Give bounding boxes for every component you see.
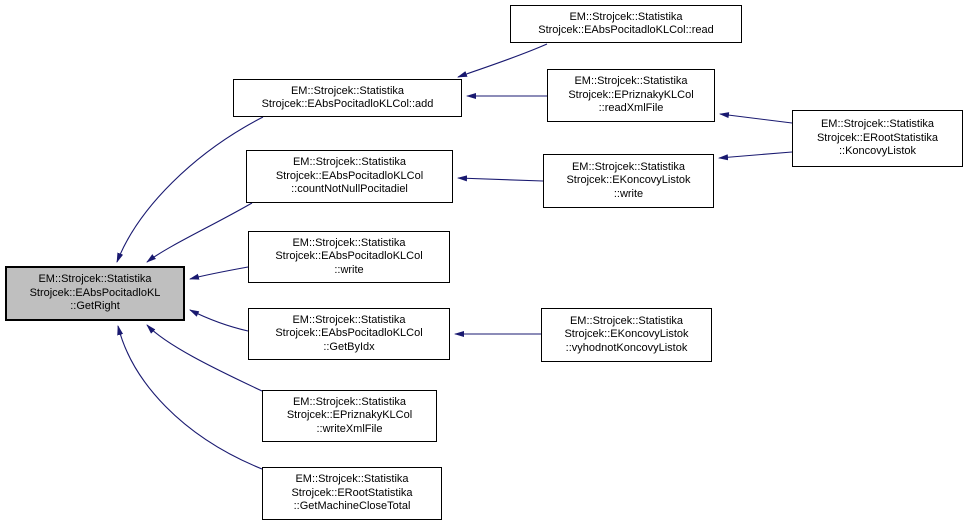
edge-add-to-getright <box>116 116 264 263</box>
edge-getbyidx-to-getright <box>189 309 249 332</box>
node-label-line: EM::Strojcek::Statistika <box>38 273 152 286</box>
edge-writexmlfile-to-getright <box>146 324 263 392</box>
node-eabspocitadloklcol-write[interactable]: EM::Strojcek::Statistika Strojcek::EAbsP… <box>248 231 450 283</box>
node-label-line: Strojcek::EAbsPocitadloKLCol <box>275 327 423 340</box>
node-label-line: Strojcek::ERootStatistika <box>291 486 413 499</box>
node-label-line: Strojcek::EPriznakyKLCol <box>286 409 413 422</box>
node-label-line: Strojcek::EKoncovyListok <box>564 328 689 341</box>
node-epriznakyklcol-readxmlfile[interactable]: EM::Strojcek::Statistika Strojcek::EPriz… <box>547 69 715 122</box>
node-label-line: Strojcek::EAbsPocitadloKL <box>29 286 161 299</box>
node-eabspocitadloklcol-read[interactable]: EM::Strojcek::Statistika Strojcek::EAbsP… <box>510 5 742 43</box>
node-label-line: ::write <box>334 263 364 276</box>
node-ekoncovylistok-write[interactable]: EM::Strojcek::Statistika Strojcek::EKonc… <box>543 154 714 208</box>
node-label-line: EM::Strojcek::Statistika <box>290 84 405 97</box>
node-erootstatistika-koncovylistok[interactable]: EM::Strojcek::Statistika Strojcek::ERoot… <box>792 110 963 167</box>
node-label-line: ::countNotNullPocitadiel <box>291 183 408 196</box>
node-label-line: EM::Strojcek::Statistika <box>292 395 407 408</box>
node-label-line: Strojcek::ERootStatistika <box>816 131 939 144</box>
edge-countnotnull-to-getright <box>146 202 253 263</box>
node-label-line: EM::Strojcek::Statistika <box>295 473 409 486</box>
node-label-line: EM::Strojcek::Statistika <box>292 156 407 169</box>
node-label-line: Strojcek::EAbsPocitadloKLCol <box>275 250 423 263</box>
node-label-line: EM::Strojcek::Statistika <box>820 118 935 131</box>
node-erootstatistika-getmachineclosetotal[interactable]: EM::Strojcek::Statistika Strojcek::ERoot… <box>262 467 442 520</box>
node-label-line: Strojcek::EAbsPocitadloKLCol <box>275 169 424 182</box>
node-label-line: ::KoncovyListok <box>838 145 917 158</box>
node-label-line: ::GetRight <box>70 300 120 313</box>
node-label-line: Strojcek::EAbsPocitadloKLCol::add <box>261 98 434 110</box>
node-eabspocitadloklcol-getbyidx[interactable]: EM::Strojcek::Statistika Strojcek::EAbsP… <box>248 308 450 360</box>
edge-koncovylistok-to-eklwrite <box>718 151 793 161</box>
edge-koncovylistok-to-readxmlfile <box>719 112 793 124</box>
node-label-line: Strojcek::EPriznakyKLCol <box>568 88 694 101</box>
edge-read-to-add <box>457 43 548 78</box>
node-label-line: ::GetByIdx <box>323 340 375 353</box>
node-ekoncovylistok-vyhodnotkoncovylistok[interactable]: EM::Strojcek::Statistika Strojcek::EKonc… <box>541 308 712 362</box>
edge-colwrite-to-getright <box>189 266 249 280</box>
node-label-line: EM::Strojcek::Statistika <box>292 313 406 326</box>
node-label-line: ::vyhodnotKoncovyListok <box>565 341 688 354</box>
node-label-line: ::GetMachineCloseTotal <box>293 500 411 513</box>
node-label-line: EM::Strojcek::Statistika <box>574 75 688 88</box>
node-label-line: EM::Strojcek::Statistika <box>569 10 683 23</box>
node-label-line: ::readXmlFile <box>598 102 664 115</box>
node-label-line: EM::Strojcek::Statistika <box>292 236 406 249</box>
node-eabspocitadloklcol-add[interactable]: EM::Strojcek::Statistika Strojcek::EAbsP… <box>233 79 462 117</box>
node-label-line: ::writeXmlFile <box>316 422 383 435</box>
node-eabspocitadloklcol-countnotnullpocitadiel[interactable]: EM::Strojcek::Statistika Strojcek::EAbsP… <box>246 150 453 203</box>
edge-eklwrite-to-countnotnull <box>457 175 544 182</box>
node-label-line: EM::Strojcek::Statistika <box>569 314 684 327</box>
node-label-line: ::write <box>613 187 644 200</box>
edge-getmachineclosetotal-to-getright <box>117 325 263 470</box>
node-eabspocitadlokl-getright: EM::Strojcek::Statistika Strojcek::EAbsP… <box>5 266 185 321</box>
node-label-line: EM::Strojcek::Statistika <box>571 160 686 173</box>
node-epriznakyklcol-writexmlfile[interactable]: EM::Strojcek::Statistika Strojcek::EPriz… <box>262 390 437 442</box>
node-label-line: Strojcek::EAbsPocitadloKLCol::read <box>538 24 714 36</box>
node-label-line: Strojcek::EKoncovyListok <box>566 174 691 187</box>
